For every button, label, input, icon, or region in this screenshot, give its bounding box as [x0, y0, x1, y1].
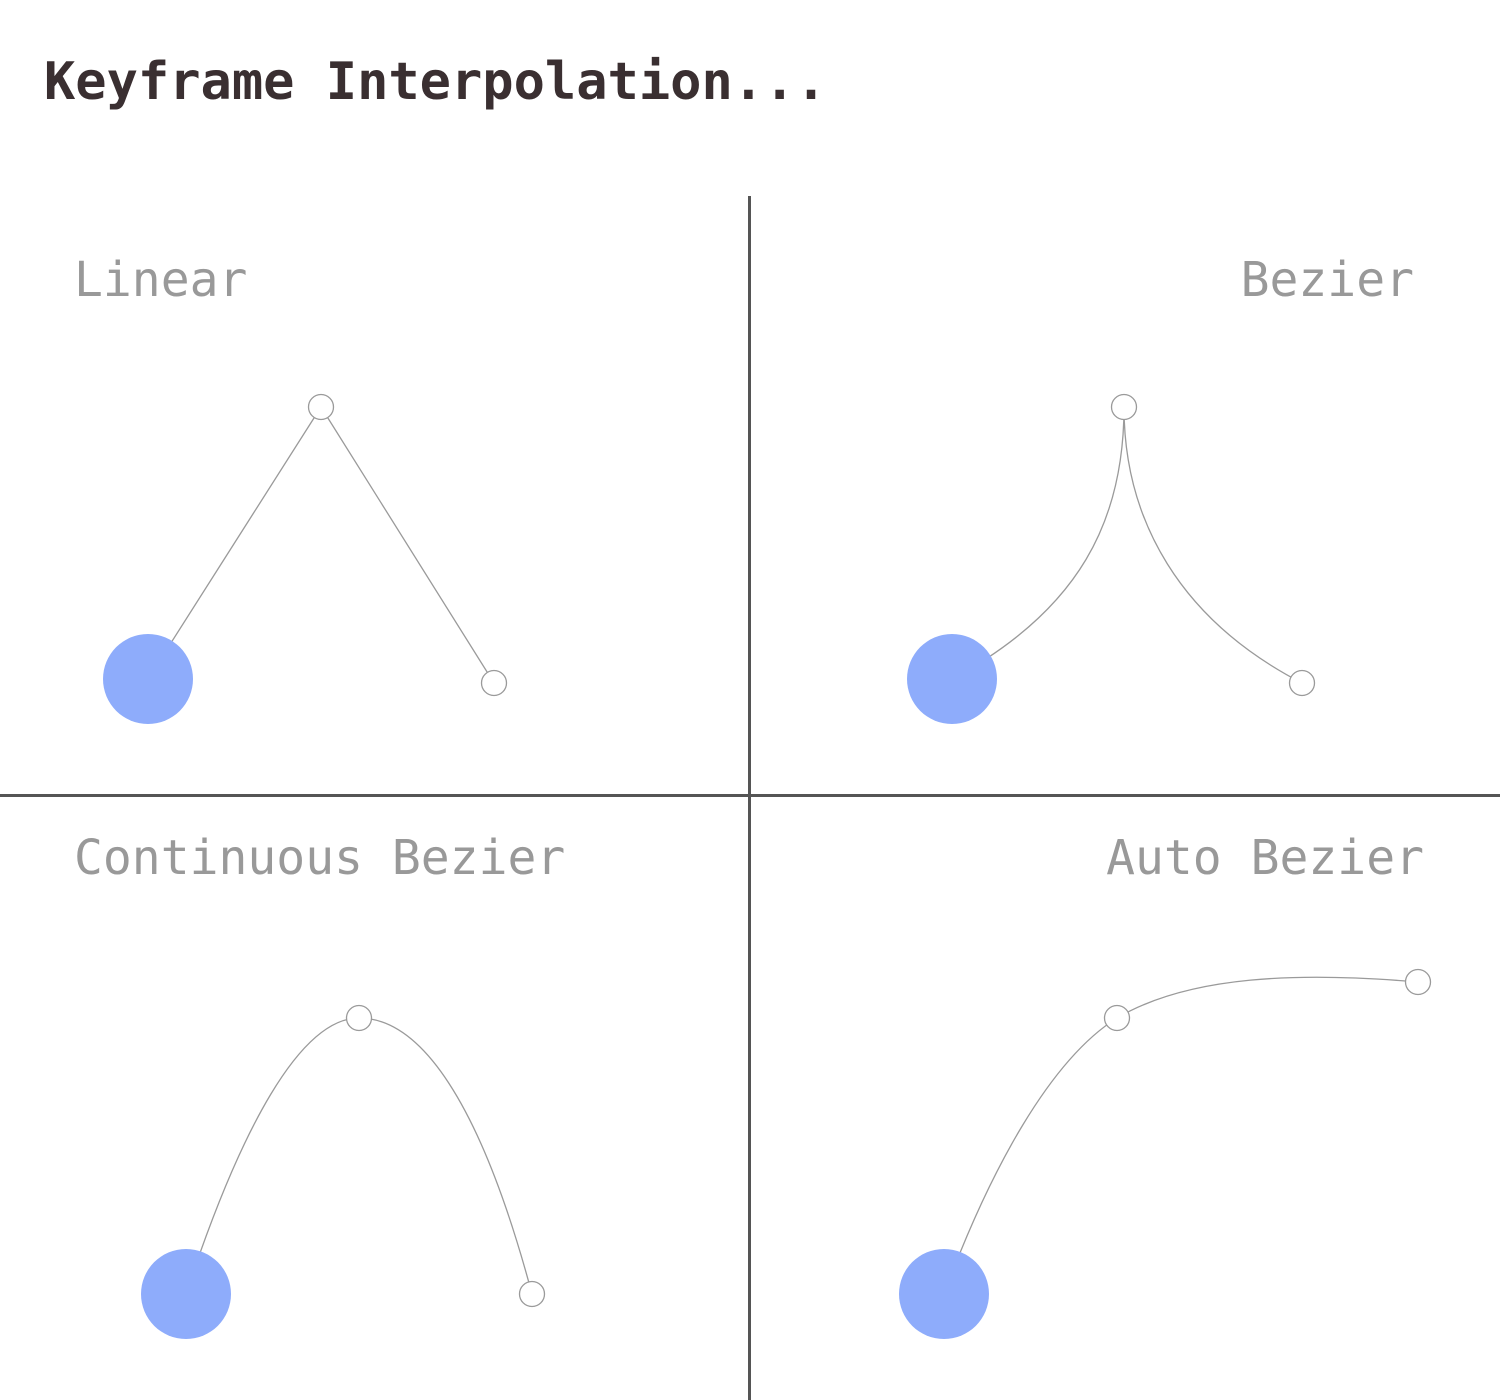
keyframe-marker[interactable]	[1404, 968, 1432, 996]
motion-path-auto-bezier	[943, 976, 1419, 1295]
horizontal-divider	[0, 794, 1500, 797]
motion-path-continuous-bezier	[185, 1017, 533, 1295]
panel-label-auto-bezier: Auto Bezier	[1106, 830, 1424, 886]
panel-label-continuous-bezier: Continuous Bezier	[74, 830, 566, 886]
keyframe-marker[interactable]	[480, 669, 508, 697]
keyframe-marker[interactable]	[1110, 393, 1138, 421]
keyframe-marker[interactable]	[1288, 669, 1316, 697]
moving-ball	[899, 1249, 989, 1339]
motion-path-linear	[147, 405, 495, 684]
panel-bezier	[907, 393, 1316, 724]
keyframe-marker[interactable]	[307, 393, 335, 421]
keyframe-marker[interactable]	[518, 1280, 546, 1308]
panel-continuous-bezier	[141, 1004, 546, 1339]
keyframe-marker[interactable]	[1103, 1004, 1131, 1032]
moving-ball	[141, 1249, 231, 1339]
moving-ball	[907, 634, 997, 724]
page-title: Keyframe Interpolation...	[44, 52, 827, 112]
vertical-divider	[748, 196, 751, 1400]
panel-label-bezier: Bezier	[1240, 252, 1414, 308]
panel-label-linear: Linear	[74, 252, 248, 308]
moving-ball	[103, 634, 193, 724]
panel-linear	[103, 393, 508, 724]
motion-path-bezier	[951, 406, 1303, 684]
panel-auto-bezier	[899, 968, 1432, 1339]
keyframe-marker[interactable]	[345, 1004, 373, 1032]
